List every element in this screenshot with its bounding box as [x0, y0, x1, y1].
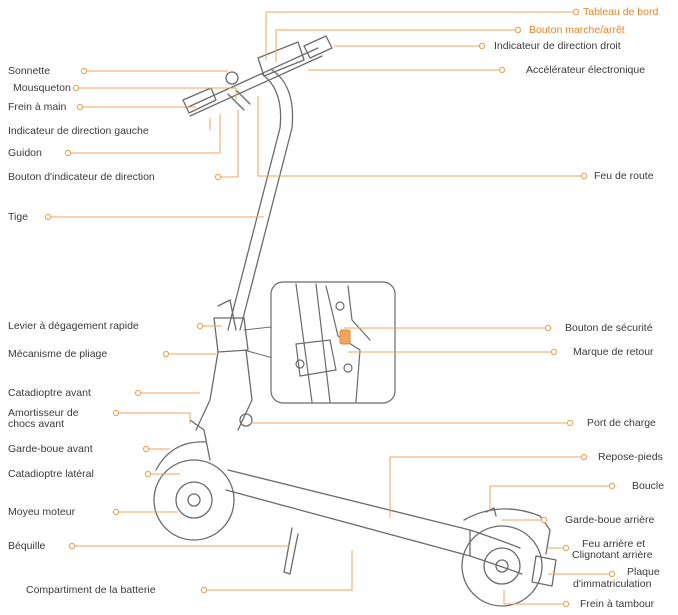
- label-frein-a-tambour: Frein à tambour: [580, 598, 655, 610]
- label-boucle: Boucle: [632, 480, 665, 492]
- front-shock: [189, 419, 211, 461]
- bell: [225, 71, 239, 85]
- label-bequille: Béquille: [8, 540, 46, 552]
- front-body: [195, 349, 253, 431]
- label-guidon: Guidon: [8, 147, 42, 159]
- folding-joint: [213, 317, 249, 353]
- label-bouton-indicateur: Bouton d'indicateur de direction: [8, 171, 155, 183]
- label-mecanisme: Mécanisme de pliage: [8, 348, 108, 360]
- label-garde-boue-arriere: Garde-boue arrière: [565, 514, 655, 526]
- label-feu-arriere-line1: Feu arrière et: [582, 538, 646, 550]
- leader-lines: [48, 11, 612, 605]
- front-wheel: [153, 459, 235, 541]
- label-mousqueton: Mousqueton: [13, 82, 71, 94]
- label-feu-arriere-line2: Clignotant arrière: [572, 549, 653, 561]
- label-levier: Levier à dégagement rapide: [8, 320, 139, 332]
- licence-plate: [531, 555, 557, 587]
- label-bouton-marche-arret: Bouton marche/arrêt: [529, 24, 625, 36]
- label-moyeu-moteur: Moyeu moteur: [8, 506, 76, 518]
- deck: [225, 469, 523, 575]
- left-grip: [182, 87, 217, 114]
- charge-port: [239, 413, 253, 427]
- label-frein-a-main: Frein à main: [8, 101, 67, 113]
- detail-inset: [270, 281, 396, 404]
- label-compartiment-batterie: Compartiment de la batterie: [26, 584, 156, 596]
- label-amortisseur-line2: chocs avant: [8, 418, 65, 430]
- label-catadioptre-avant: Catadioptre avant: [8, 387, 91, 399]
- stem: [227, 69, 294, 331]
- label-marque-retour: Marque de retour: [573, 346, 654, 358]
- label-tableau-de-bord: Tableau de bord: [583, 6, 659, 18]
- label-repose-pieds: Repose-pieds: [598, 451, 663, 463]
- handlebar: [185, 47, 323, 117]
- front-hub: [175, 481, 213, 519]
- dashboard: [257, 41, 305, 77]
- leader-markers: [44, 8, 616, 608]
- label-sonnette: Sonnette: [8, 65, 51, 77]
- brake-lever: [227, 89, 251, 111]
- quick-release-lever: [217, 299, 237, 331]
- label-feu-de-route: Feu de route: [594, 170, 654, 182]
- label-catadioptre-lateral: Catadioptre latéral: [8, 468, 94, 480]
- label-garde-boue-avant: Garde-boue avant: [8, 443, 93, 455]
- front-mudguard: [155, 441, 207, 471]
- rear-mudguard: [463, 508, 551, 555]
- right-grip: [303, 35, 333, 59]
- label-bouton-securite: Bouton de sécurité: [565, 322, 653, 334]
- label-indicateur-direction-gauche: Indicateur de direction gauche: [8, 125, 149, 137]
- label-port-de-charge: Port de charge: [587, 417, 656, 429]
- label-tige: Tige: [8, 211, 29, 223]
- rear-hub: [483, 547, 521, 585]
- buckle: [485, 507, 497, 517]
- label-accelerateur: Accélérateur électronique: [526, 64, 646, 76]
- label-indicateur-direction-droit: Indicateur de direction droit: [494, 40, 621, 52]
- label-amortisseur-line1: Amortisseur de: [8, 407, 79, 419]
- rear-wheel: [461, 525, 543, 607]
- label-plaque-line1: Plaque: [627, 566, 660, 578]
- label-plaque-line2: d'immatriculation: [573, 578, 652, 590]
- kickstand: [283, 527, 299, 575]
- safety-button: [339, 329, 351, 345]
